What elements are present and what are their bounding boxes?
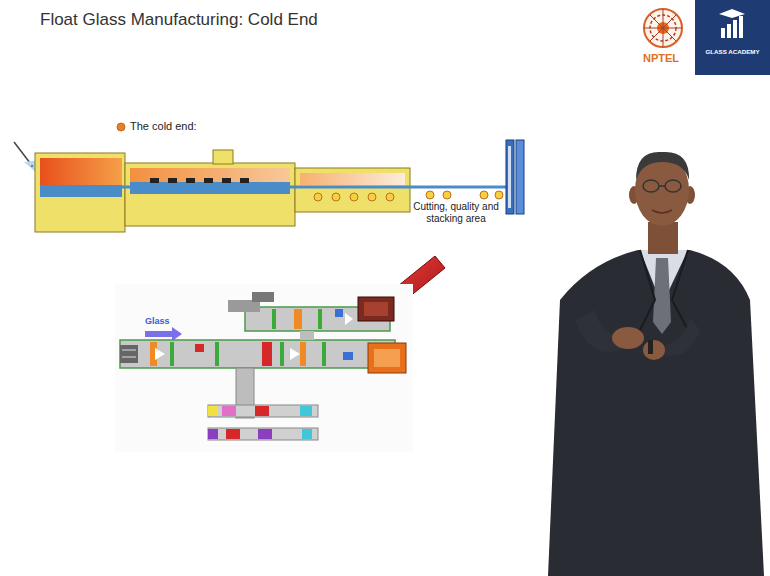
logo-text: GLASS ACADEMY	[695, 48, 770, 55]
float-line-schematic	[14, 140, 524, 232]
academy-icon	[695, 0, 770, 75]
logo-text: NPTEL	[643, 52, 679, 64]
bullet-text: The cold end:	[130, 120, 197, 132]
nptel-emblem	[644, 9, 682, 47]
area-label: Cutting, quality and stacking area	[412, 201, 500, 224]
flow-label: Glass	[145, 316, 170, 326]
logo-box: GLASS ACADEMY	[695, 0, 770, 75]
slide-title: Float Glass Manufacturing: Cold End	[40, 10, 318, 30]
bullet-dot	[117, 123, 125, 131]
cold-end-layout	[115, 284, 413, 452]
presenter-figure	[548, 152, 764, 576]
